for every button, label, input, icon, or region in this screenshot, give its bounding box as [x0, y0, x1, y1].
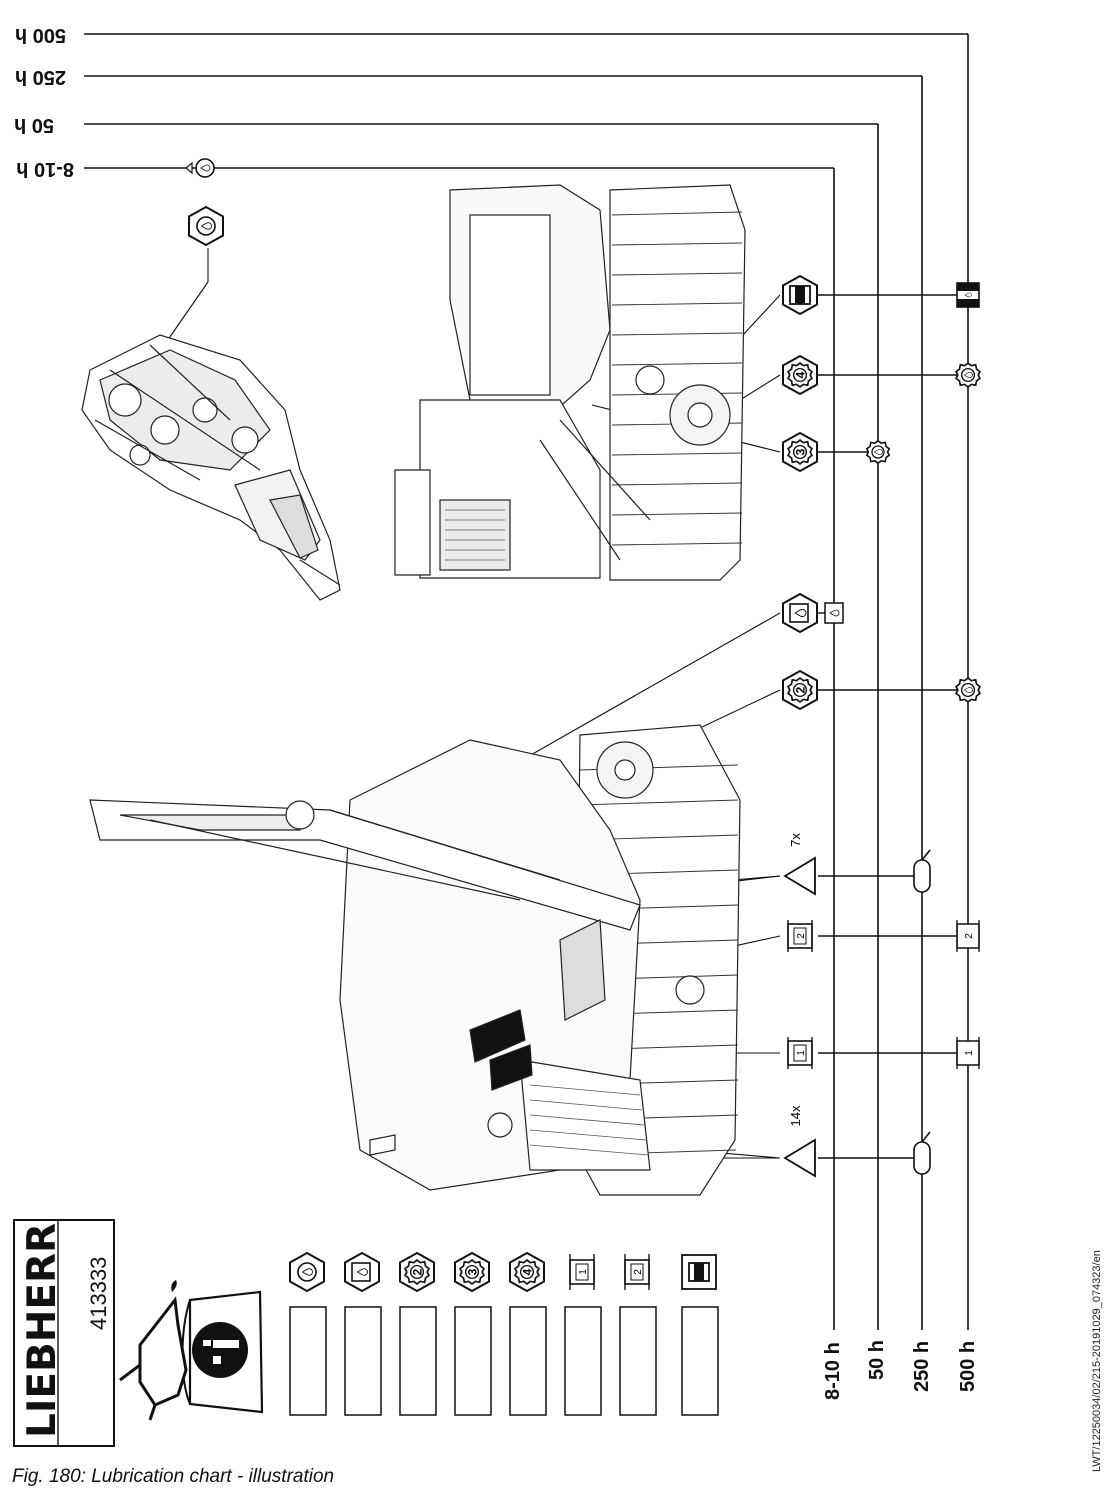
- marker-gear-4-500h: [955, 362, 981, 388]
- undercarriage-illustration: [394, 184, 746, 581]
- svg-text:3: 3: [466, 1268, 480, 1275]
- svg-text:2: 2: [964, 933, 975, 939]
- hex-symbol-filter-box: [782, 275, 818, 315]
- info-manual-icon: [181, 1290, 264, 1414]
- hex-symbol-gear-2: 2: [782, 670, 818, 710]
- marker-grease-gun-250h-lower: [913, 1131, 931, 1175]
- triangle-symbol-7x: 7x: [783, 833, 816, 896]
- filter-symbol-1: 1: [787, 1037, 813, 1069]
- interval-label-8-10h-bottom: 8-10 h: [822, 1342, 844, 1400]
- brand-logo: LIEBHERR: [20, 1222, 65, 1438]
- filter-symbol-2: 2: [787, 920, 813, 952]
- svg-text:3: 3: [794, 448, 808, 455]
- interval-label-50h-top: 50 h: [13, 114, 54, 136]
- svg-text:2: 2: [633, 1269, 644, 1275]
- svg-text:2: 2: [796, 933, 807, 939]
- interval-label-50h-bottom: 50 h: [866, 1339, 888, 1380]
- marker-oil-tank-8-10h: [824, 602, 844, 624]
- marker-gear-3-50h: [865, 439, 891, 465]
- marker-filter-2-500h: 2: [956, 920, 980, 952]
- marker-engine-oil-8-10h: [185, 158, 215, 178]
- marker-filter-box-500h: [956, 282, 980, 308]
- interval-label-500h-top: 500 h: [14, 24, 66, 46]
- hex-symbol-oil-tank: [782, 593, 818, 633]
- svg-text:14x: 14x: [788, 1105, 803, 1126]
- svg-text:1: 1: [964, 1050, 975, 1056]
- interval-label-250h-top: 250 h: [14, 66, 66, 88]
- document-reference: LWT/12250034/02/215-20191029_074323/en: [1091, 1250, 1103, 1472]
- oil-can-icon: [119, 1280, 188, 1421]
- machine-illustration: [89, 724, 741, 1196]
- svg-text:7x: 7x: [788, 833, 803, 847]
- interval-label-8-10h-top: 8-10 h: [16, 158, 74, 180]
- hex-symbol-gear-4: 4: [782, 355, 818, 395]
- svg-text:2: 2: [794, 686, 808, 693]
- figure-caption: Fig. 180: Lubrication chart - illustrati…: [12, 1466, 335, 1487]
- brand-frame: [13, 1219, 115, 1447]
- svg-text:4: 4: [521, 1268, 535, 1275]
- interval-label-250h-bottom: 250 h: [911, 1340, 933, 1392]
- hex-symbol-gear-3: 3: [782, 432, 818, 472]
- interval-label-500h-bottom: 500 h: [957, 1340, 979, 1392]
- svg-text:4: 4: [794, 371, 808, 378]
- part-number: 413333: [86, 1256, 111, 1330]
- marker-grease-gun-250h-upper: [913, 849, 931, 893]
- svg-text:1: 1: [796, 1050, 807, 1056]
- engine-illustration: [81, 334, 341, 601]
- svg-text:1: 1: [578, 1269, 589, 1275]
- marker-filter-1-500h: 1: [956, 1037, 980, 1069]
- interval-lines: [84, 33, 969, 1330]
- connector-lines: [818, 294, 968, 1159]
- marker-gear-2-500h: [955, 677, 981, 703]
- svg-text:2: 2: [411, 1268, 425, 1275]
- legend: 2 3 4 1 2: [289, 1252, 719, 1416]
- triangle-symbol-14x: 14x: [783, 1105, 816, 1178]
- hex-symbol-engine-oil: [188, 206, 224, 246]
